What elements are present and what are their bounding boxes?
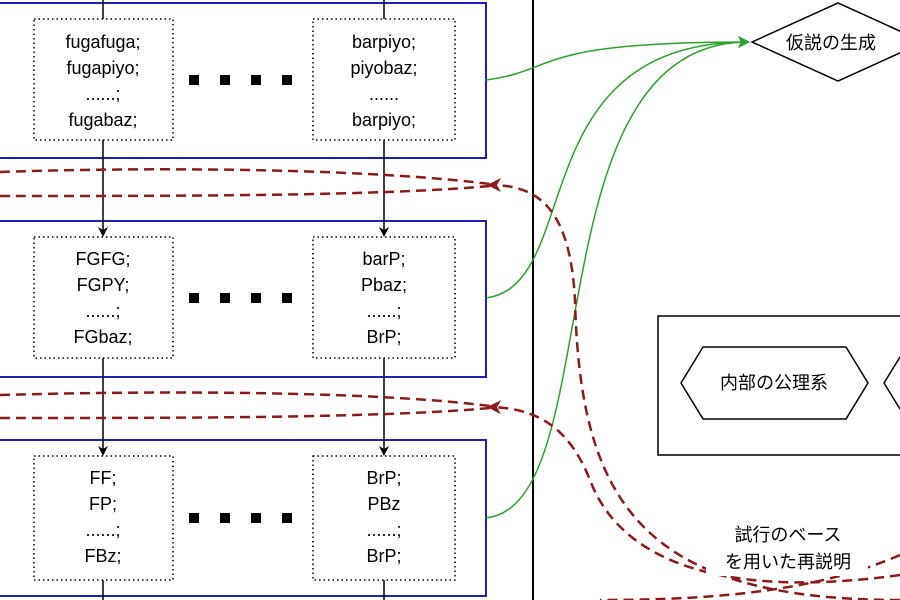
- green-arrow-from-layer-1: [485, 36, 750, 81]
- layer-2-left-line-2: FGPY;: [77, 275, 130, 295]
- layer-2-right-line-4: BrP;: [366, 327, 401, 347]
- layer-3-left-box: [33, 455, 174, 581]
- layer-3-right-line-1: BrP;: [366, 468, 401, 488]
- layer-1-left-line-3: ......;: [85, 84, 120, 104]
- layer-2: FGFG; FGPY; ......; FGbaz; barP; Pbaz; .…: [0, 220, 487, 378]
- layer-1-frame: [0, 2, 487, 159]
- layer-2-left-line-4: FGbaz;: [73, 327, 132, 347]
- layer-3-right-line-2: PBz: [367, 494, 400, 514]
- layer-3-right-line-4: BrP;: [366, 546, 401, 566]
- internal-axioms-hexagon: [680, 346, 869, 420]
- layer-3-right-line-3: ......;: [366, 520, 401, 540]
- reexplanation-annotation: 試行のベース を用いた再説明: [706, 520, 868, 576]
- layer-1: fugafuga; fugapiyo; ......; fugabaz; bar…: [0, 2, 487, 159]
- internal-axioms-panel: 内部の公理系: [657, 315, 900, 456]
- green-arrow-from-layer-3: [485, 36, 750, 519]
- layer-1-left-line-2: fugapiyo;: [66, 58, 139, 78]
- layer-1-right-line-1: barpiyo;: [352, 32, 416, 52]
- green-hypothesis-arrows: [485, 36, 750, 519]
- layer-3-right-box: [312, 455, 456, 581]
- layer-2-left-line-1: FGFG;: [76, 249, 131, 269]
- layer-1-right-line-4: barpiyo;: [352, 110, 416, 130]
- feedback-dash-layer-1-lower: [0, 184, 491, 198]
- feedback-dash-layer-2-lower: [0, 406, 491, 420]
- hypothesis-label: 仮説の生成: [786, 33, 876, 54]
- layer-3: FF; FP; ......; FBz; BrP; PBz ......; Br…: [0, 439, 487, 597]
- layer-2-right-line-2: Pbaz;: [361, 275, 407, 295]
- layer-1-right-line-3: ......: [369, 84, 399, 104]
- reexplanation-line-1: 試行のベース: [734, 525, 841, 546]
- reexplanation-label-bg: [706, 520, 868, 576]
- layer-2-right-line-3: ......;: [366, 301, 401, 321]
- layer-1-left-line-1: fugafuga;: [65, 32, 140, 52]
- feedback-curve-to-layer-1: [487, 178, 900, 600]
- layer-2-ellipsis-dots: [189, 293, 292, 303]
- layer-2-right-line-1: barP;: [362, 249, 405, 269]
- layer-3-left-line-1: FF;: [90, 468, 117, 488]
- hypothesis-diamond: [750, 2, 900, 82]
- layer-1-right-line-2: piyobaz;: [350, 58, 417, 78]
- feedback-curve-to-layer-2: [487, 400, 900, 584]
- layer-3-left-line-4: FBz;: [84, 546, 121, 566]
- feedback-dash-layer-1-upper: [0, 168, 491, 186]
- layer-2-left-line-3: ......;: [85, 301, 120, 321]
- layer-3-frame: [0, 439, 487, 597]
- layer-3-ellipsis-dots: [189, 513, 292, 523]
- reexplanation-line-2: を用いた再説明: [725, 552, 851, 573]
- layer-2-frame: [0, 220, 487, 378]
- internal-axioms-label: 内部の公理系: [720, 373, 828, 394]
- vertical-flow-arrows: [98, 0, 389, 600]
- layer-3-left-line-3: ......;: [85, 520, 120, 540]
- feedback-dash-layer-2-upper: [0, 391, 491, 408]
- second-hexagon-partial: [883, 356, 900, 410]
- layer-3-left-line-2: FP;: [89, 494, 117, 514]
- layer-1-left-line-4: fugabaz;: [68, 110, 137, 130]
- hypothesis-generation-node: 仮説の生成: [750, 2, 900, 82]
- green-arrow-from-layer-2: [485, 36, 750, 299]
- layer-1-ellipsis-dots: [189, 75, 292, 85]
